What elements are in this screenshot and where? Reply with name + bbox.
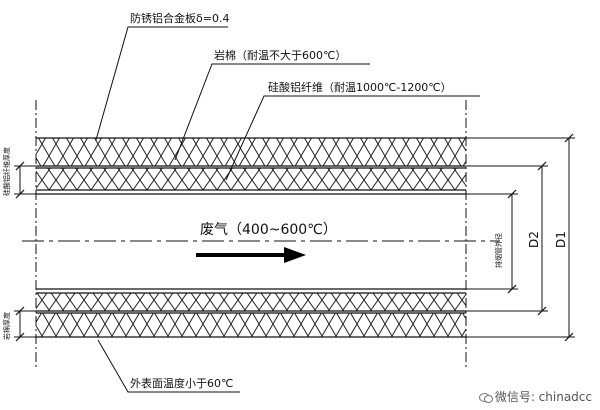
gas-flow-arrow xyxy=(196,247,306,263)
fiber-label: 硅酸铝纤维（耐温1000℃-1200℃） xyxy=(268,81,452,94)
d2-dimension-label: D2 xyxy=(527,231,541,248)
top-rock-wool-layer xyxy=(36,138,466,166)
pipe-diameter-label: 排烟管外径 xyxy=(495,233,503,268)
gas-label: 废气（400~600℃） xyxy=(200,222,337,238)
break-lines xyxy=(35,100,467,370)
rock-wool-label: 岩棉（耐温不大于600℃） xyxy=(214,49,347,62)
leader-lines xyxy=(95,26,480,393)
outer-temp-label: 外表面温度小于60℃ xyxy=(130,377,234,390)
watermark: 微信号: chinadcc xyxy=(478,388,592,405)
top-fiber-layer xyxy=(36,168,466,190)
dimension-lines xyxy=(14,137,575,338)
bottom-fiber-layer xyxy=(36,293,466,311)
sheet-label: 防锈铝合金板δ=0.4 xyxy=(130,12,230,25)
watermark-text: 微信号: chinadcc xyxy=(494,390,592,404)
d1-dimension-label: D1 xyxy=(554,231,568,248)
bottom-rock-wool-layer xyxy=(36,313,466,337)
layer-boundaries xyxy=(36,137,466,338)
fiber-thickness-label: 硅酸铝纤维厚度 xyxy=(3,147,11,196)
dimension-ticks xyxy=(15,133,574,342)
wechat-icon xyxy=(478,392,493,403)
rock-thickness-label: 岩棉厚度 xyxy=(3,312,11,340)
